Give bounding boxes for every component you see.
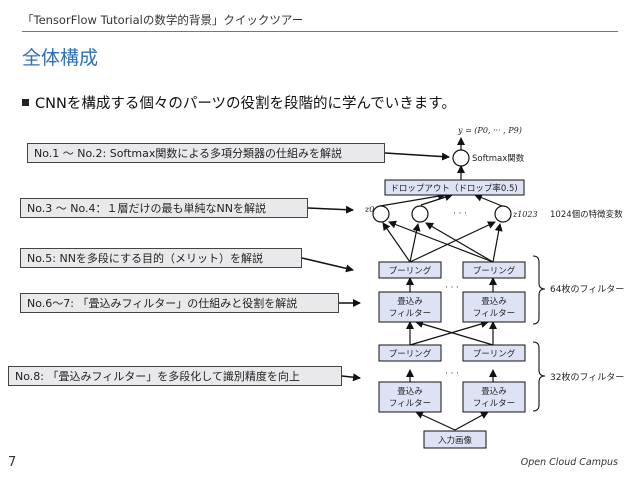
bullet-square-icon xyxy=(22,99,29,106)
pointer-arrow-nn xyxy=(307,205,354,214)
softmax-node xyxy=(452,149,470,167)
bullet-text: CNNを構成する個々のパーツの役割を段階的に学んでいきます。 xyxy=(35,96,456,112)
pointer-arrow-multilayer xyxy=(301,257,354,273)
conv-label-line1: 畳込み xyxy=(481,296,507,307)
feature-neuron xyxy=(411,205,429,223)
pooling-box xyxy=(378,344,442,362)
conv-filter-box xyxy=(462,291,526,323)
group32-label: 32枚のフィルター xyxy=(550,371,624,383)
pooling-label: プーリング xyxy=(473,266,516,277)
callout-single-layer-nn: No.3 〜 No.4：１層だけの最も単純なNNを解説 xyxy=(20,198,308,218)
conv-filter-box xyxy=(378,291,442,323)
group-brace-64 xyxy=(532,255,546,325)
output-formula: y = (P0, ··· , P9) xyxy=(457,126,522,135)
filters-ellipsis: · · · xyxy=(445,369,459,379)
filters-ellipsis: · · · xyxy=(445,283,459,293)
header-title: 「TensorFlow Tutorialの数学的背景」クイックツアー xyxy=(22,13,304,27)
conv-label-line2: フィルター xyxy=(389,309,431,319)
callout-multilayer-purpose: No.5: NNを多段にする目的（メリット）を解説 xyxy=(20,248,302,268)
callout-conv-filter: No.6〜7: 「畳込みフィルター」の仕組みと役割を解説 xyxy=(20,293,339,313)
page-number: 7 xyxy=(8,455,17,470)
input-label: 入力画像 xyxy=(438,435,473,446)
conv-filter-box xyxy=(378,381,442,413)
footer-brand: Open Cloud Campus xyxy=(520,457,618,468)
pointer-arrow-multistage xyxy=(341,373,361,382)
softmax-label: Softmax関数 xyxy=(472,153,525,164)
features-label: 1024個の特徴変数 xyxy=(550,209,623,220)
neuron-ellipsis: · · · xyxy=(453,209,467,219)
feature-neuron xyxy=(372,205,390,223)
callout-multistage-conv: No.8: 「畳込みフィルター」を多段化して識別精度を向上 xyxy=(8,366,342,386)
conv-label-line2: フィルター xyxy=(473,399,515,409)
input-image-box xyxy=(423,430,487,449)
pooling-label: プーリング xyxy=(473,349,516,360)
pooling-box xyxy=(462,344,526,362)
pooling-label: プーリング xyxy=(389,349,432,360)
dropout-box xyxy=(384,179,525,196)
pooling-box xyxy=(462,261,526,279)
pooling-box xyxy=(378,261,442,279)
feature-neuron xyxy=(494,205,512,223)
dropout-label: ドロップアウト（ドロップ率0.5) xyxy=(390,183,517,194)
conv-filter-box xyxy=(462,381,526,413)
group64-label: 64枚のフィルター xyxy=(550,283,624,295)
pointer-arrow-softmax xyxy=(384,152,450,161)
conv-label-line1: 畳込み xyxy=(397,296,423,307)
conv-label-line2: フィルター xyxy=(473,309,515,319)
header-divider xyxy=(22,31,618,32)
z0-label: z0 xyxy=(364,205,374,214)
callout-softmax: No.1 〜 No.2: Softmax関数による多項分類器の仕組みを解説 xyxy=(27,143,385,163)
group-brace-32 xyxy=(532,341,546,412)
conv-label-line2: フィルター xyxy=(389,399,431,409)
z1023-label: z1023 xyxy=(512,210,538,219)
conv-label-line1: 畳込み xyxy=(481,386,507,397)
bullet-item: CNNを構成する個々のパーツの役割を段階的に学んでいきます。 xyxy=(22,92,456,113)
page-title: 全体構成 xyxy=(22,47,99,69)
conv-label-line1: 畳込み xyxy=(397,386,423,397)
pooling-label: プーリング xyxy=(389,266,432,277)
